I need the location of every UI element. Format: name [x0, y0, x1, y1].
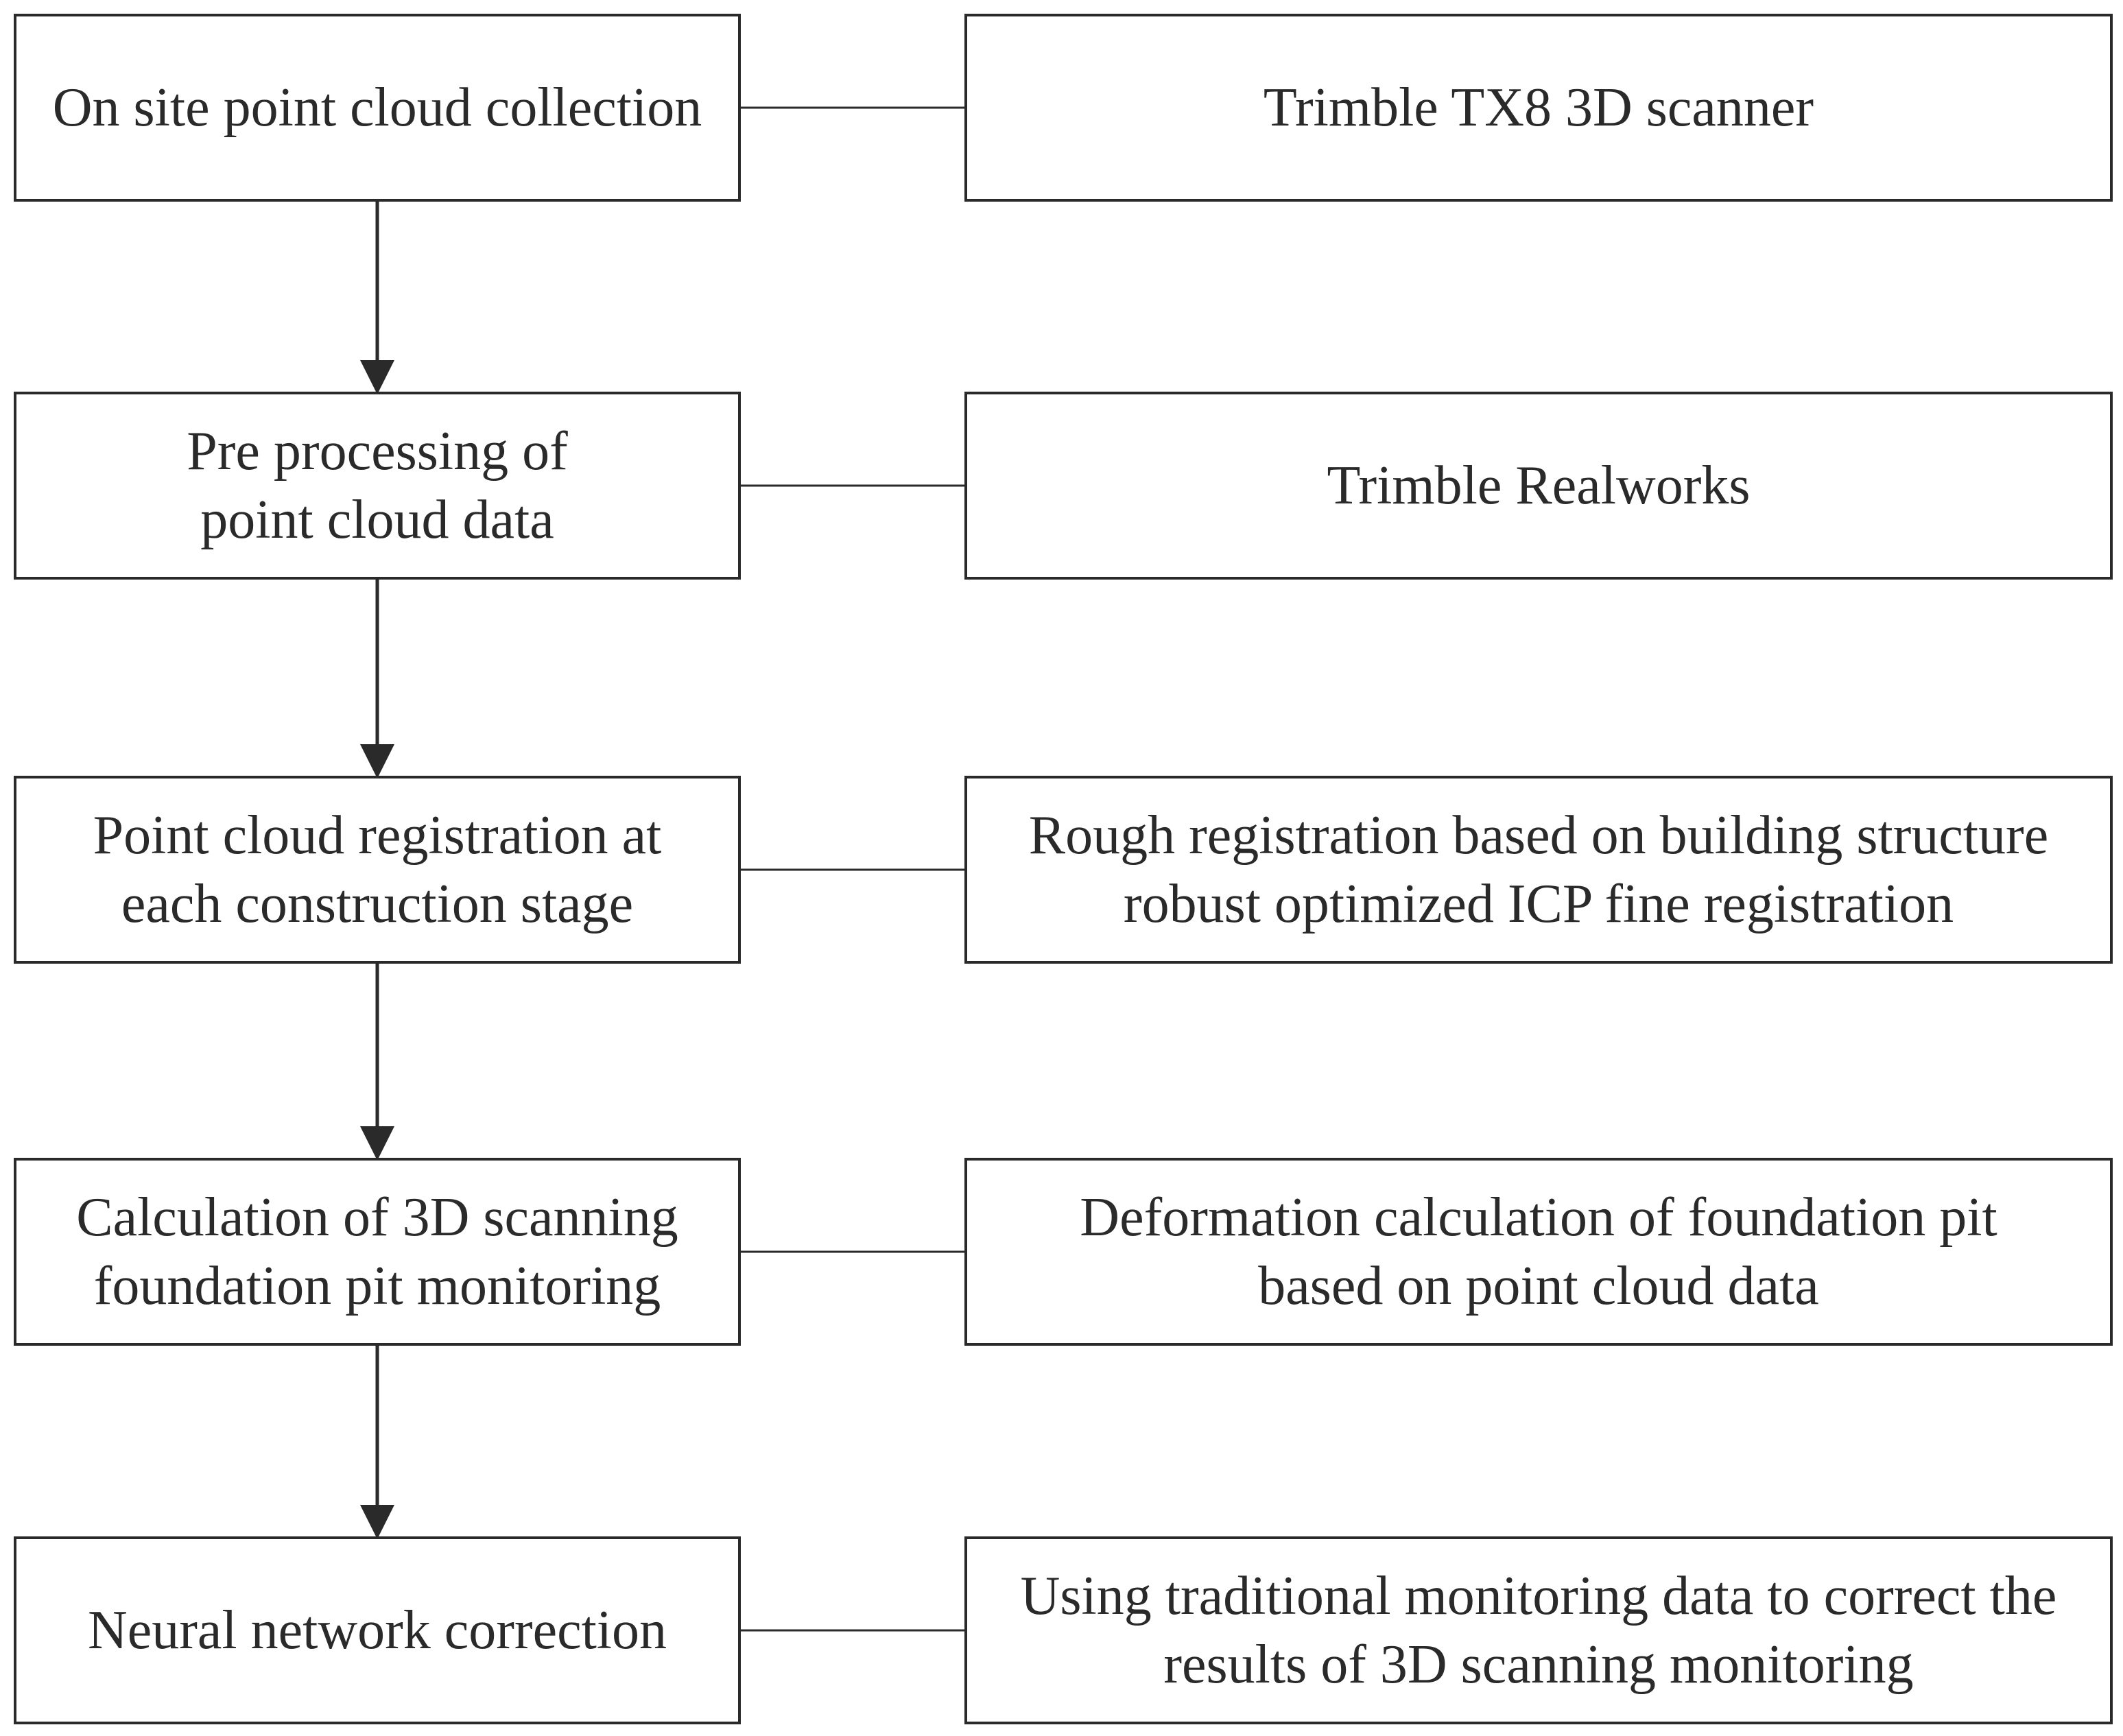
step-label: Neural network correction [87, 1600, 667, 1661]
detail-label: Trimble Realworks [1327, 455, 1751, 516]
step-label: Calculation of 3D scanning foundation pi… [76, 1187, 678, 1316]
detail-box-deformation-calculation: Deformation calculation of foundation pi… [964, 1158, 2113, 1346]
step-box-registration: Point cloud registration at each constru… [14, 776, 741, 964]
detail-label: Trimble TX8 3D scanner [1263, 78, 1814, 138]
step-label: Point cloud registration at each constru… [93, 805, 662, 934]
detail-label: Rough registration based on building str… [1028, 805, 2049, 934]
step-box-calculation: Calculation of 3D scanning foundation pi… [14, 1158, 741, 1346]
detail-box-realworks: Trimble Realworks [964, 392, 2113, 580]
step-box-point-cloud-collection: On site point cloud collection [14, 14, 741, 202]
detail-label: Using traditional monitoring data to cor… [1020, 1566, 2057, 1695]
step-label: On site point cloud collection [52, 78, 702, 138]
step-box-pre-processing: Pre processing of point cloud data [14, 392, 741, 580]
detail-box-traditional-monitoring: Using traditional monitoring data to cor… [964, 1536, 2113, 1724]
detail-label: Deformation calculation of foundation pi… [1080, 1187, 1997, 1316]
detail-box-scanner: Trimble TX8 3D scanner [964, 14, 2113, 202]
detail-box-icp-registration: Rough registration based on building str… [964, 776, 2113, 964]
step-box-neural-network-correction: Neural network correction [14, 1536, 741, 1724]
step-label: Pre processing of point cloud data [187, 421, 568, 550]
